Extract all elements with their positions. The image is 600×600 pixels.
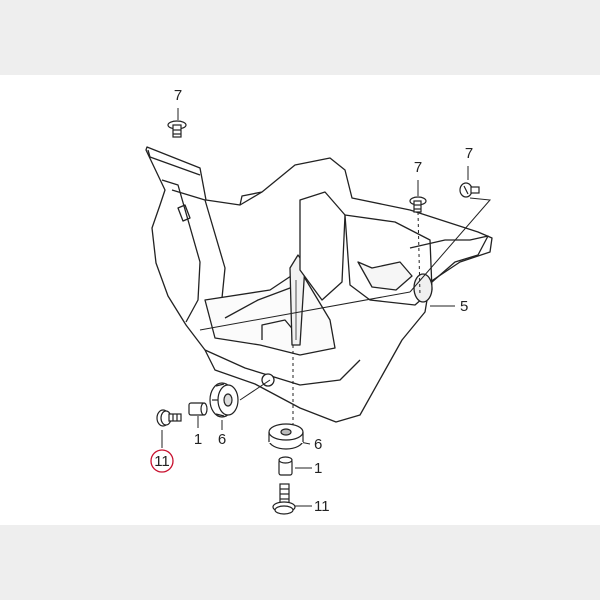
leader-to-left-mount xyxy=(199,291,411,331)
bolt-7-mid-icon xyxy=(409,196,427,213)
callout-7-mid: 7 xyxy=(414,159,422,176)
flange-bolt-11-left-icon xyxy=(156,409,182,427)
grommet-6-left-icon xyxy=(209,382,239,418)
callout-1-right: 1 xyxy=(314,460,322,477)
callout-5: 5 xyxy=(460,298,468,315)
collar-1-right-icon xyxy=(278,456,293,476)
callout-11-right: 11 xyxy=(314,498,330,515)
callout-7-right: 7 xyxy=(465,145,473,162)
callout-7-top-left: 7 xyxy=(174,87,182,104)
under-cover-part-5 xyxy=(145,146,493,423)
grommet-6-right-icon xyxy=(268,423,304,450)
collar-1-left-icon xyxy=(188,402,208,416)
callout-1-left: 1 xyxy=(194,431,202,448)
exploded-view-diagram: 7 7 7 5 1 6 11 6 1 11 xyxy=(145,87,493,515)
callout-6-right: 6 xyxy=(314,436,322,453)
screw-7-right-icon xyxy=(459,182,480,198)
highlight-circle xyxy=(150,449,174,473)
flange-bolt-11-right-icon xyxy=(272,483,296,515)
parts-diagram-canvas: 7 7 7 5 1 6 11 6 1 11 xyxy=(0,75,600,525)
leader-7-mid-dashed xyxy=(417,211,421,297)
leader-left-mount xyxy=(239,379,271,401)
bolt-7-top-left-icon xyxy=(167,120,187,138)
callout-6-left: 6 xyxy=(218,431,226,448)
callout-11-circled: 11 xyxy=(154,453,170,470)
leader-7-right-to-body xyxy=(409,197,492,293)
